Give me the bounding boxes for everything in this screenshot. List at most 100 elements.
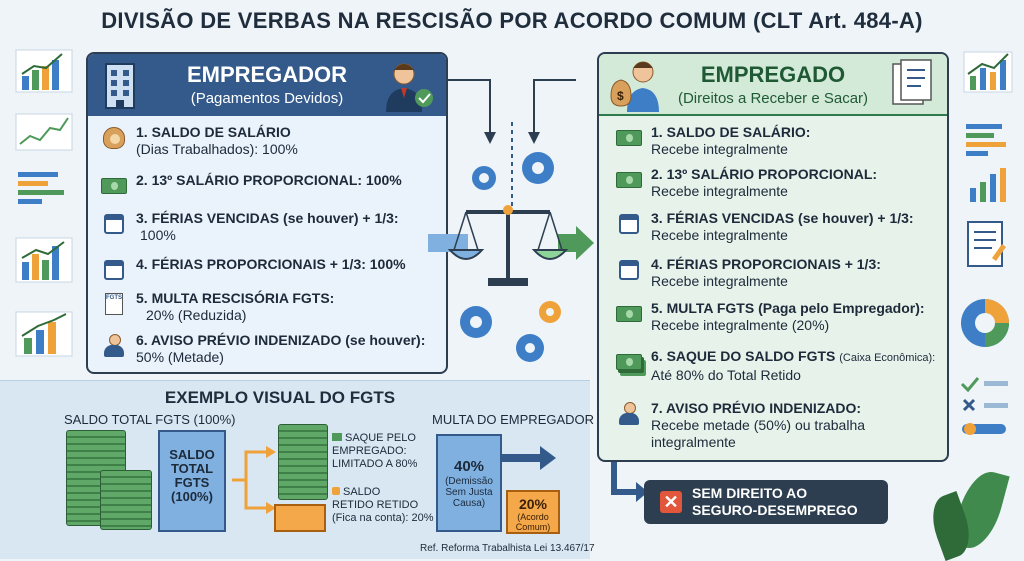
gear-icon (539, 301, 561, 323)
withdraw-line: SAQUE PELO (345, 432, 416, 444)
checklist-icon (960, 377, 1008, 435)
employer-header: EMPREGADOR (Pagamentos Devidos) (88, 54, 446, 116)
down-right-arrow (611, 462, 648, 502)
employee-item-fgts-fine: 5. MULTA FGTS (Paga pelo Empregador):Rec… (615, 300, 925, 334)
building-icon (105, 63, 135, 109)
list-chart-icon (966, 124, 1006, 156)
employee-item-fgts-withdrawal: 6. SAQUE DO SALDO FGTS (Caixa Econômica)… (615, 348, 935, 384)
no-unemployment-line: SEGURO-DESEMPREGO (692, 502, 858, 518)
employer-item-notice-pay: 6. AVISO PRÉVIO INDENIZADO (se houver):5… (100, 332, 425, 366)
employee-item-13th-salary: 2. 13º SALÁRIO PROPORCIONAL:Recebe integ… (615, 166, 877, 200)
lock-icon (332, 487, 340, 495)
gear-icon (522, 152, 554, 184)
employee-item-title: 1. SALDO DE SALÁRIO: (651, 124, 811, 140)
worker-with-money-bag-icon: $ (610, 61, 659, 112)
employer-item-salary-balance: 1. SALDO DE SALÁRIO(Dias Trabalhados): 1… (100, 124, 298, 158)
fgts-document-icon: FGTS (100, 292, 128, 316)
employer-item-title: 2. 13º SALÁRIO PROPORCIONAL: 100% (136, 172, 402, 188)
employee-item-proportional-vacation: 4. FÉRIAS PROPORCIONAIS + 1/3:Recebe int… (615, 256, 881, 290)
fgts-total-label: SALDO TOTAL FGTS (100%) (64, 412, 236, 427)
no-unemployment-line: SEM DIREITO AO (692, 485, 808, 501)
gear-icon (460, 306, 492, 338)
page-title: DIVISÃO DE VERBAS NA RESCISÃO POR ACORDO… (101, 8, 923, 33)
employee-item-value: Recebe integralmente (20%) (651, 317, 830, 333)
retained-box (274, 504, 326, 532)
retained-line: SALDO (343, 486, 381, 498)
employer-panel: EMPREGADOR (Pagamentos Devidos) 1. SALDO… (86, 52, 448, 374)
employee-item-value: Recebe integralmente (651, 141, 788, 157)
retained-line: RETIDO RETIDO (332, 499, 419, 511)
employee-heading: EMPREGADO (700, 62, 846, 87)
reference-footnote: Ref. Reforma Trabalhista Lei 13.467/17 (420, 543, 595, 554)
employee-item-title: 7. AVISO PRÉVIO INDENIZADO: (651, 400, 862, 416)
employee-subheading: (Direitos a Receber e Sacar) (677, 90, 869, 107)
cash-icon (332, 433, 342, 441)
penalty-label: MULTA DO EMPREGADOR (432, 412, 595, 427)
banknote-icon (100, 174, 128, 198)
employer-item-value: (Dias Trabalhados): 100% (136, 141, 298, 157)
employee-item-value: Recebe integralmente (651, 227, 788, 243)
employee-item-title: 6. SAQUE DO SALDO FGTS (651, 348, 836, 364)
penalty-20-box: 20% (Acordo Comum) (506, 490, 560, 534)
calendar-icon (100, 212, 128, 236)
penalty-value: 20% (518, 496, 548, 512)
banknote-icon (615, 302, 643, 326)
employer-item-title: 5. MULTA RESCISÓRIA FGTS: (136, 290, 335, 306)
bar-chart-icon (963, 51, 1013, 93)
employer-item-13th-salary: 2. 13º SALÁRIO PROPORCIONAL: 100% (100, 172, 402, 198)
calendar-icon (615, 212, 643, 236)
line-chart-icon (15, 113, 73, 151)
penalty-value: 40% (453, 458, 485, 475)
penalty-note: Causa) (452, 498, 486, 509)
documents-icon (892, 59, 932, 105)
center-flow-graphic (428, 79, 594, 362)
person-icon (615, 402, 643, 426)
bar-chart-icon (15, 311, 73, 357)
close-icon: ✕ (660, 491, 682, 513)
employee-item-value: Até 80% do Total Retido (651, 367, 801, 383)
employee-item-title: 4. FÉRIAS PROPORCIONAIS + 1/3: (651, 256, 881, 272)
employee-item-title: 5. MULTA FGTS (Paga pelo Empregador): (651, 300, 925, 316)
employee-item-vacation-due: 3. FÉRIAS VENCIDAS (se houver) + 1/3:Rec… (615, 210, 914, 244)
employee-item-salary-balance: 1. SALDO DE SALÁRIO:Recebe integralmente (615, 124, 810, 158)
banknote-stack-icon (615, 350, 643, 374)
employee-panel: $ EMPREGADO (Direitos a Receber e Sacar)… (597, 52, 949, 462)
list-chart-icon (18, 172, 64, 204)
fgts-total-column: SALDO TOTAL FGTS (100%) (158, 430, 226, 532)
employee-item-note: (Caixa Econômica): (839, 352, 936, 364)
cash-stack (278, 424, 328, 500)
employer-heading: EMPREGADOR (186, 62, 348, 87)
employee-header: $ EMPREGADO (Direitos a Receber e Sacar) (599, 54, 947, 116)
banknote-icon (615, 126, 643, 150)
document-icon (967, 221, 1006, 267)
employer-item-vacation-due: 3. FÉRIAS VENCIDAS (se houver) + 1/3:100… (100, 210, 399, 244)
employer-item-title: 4. FÉRIAS PROPORCIONAIS + 1/3: 100% (136, 256, 406, 272)
pie-chart-icon (961, 299, 1009, 347)
employer-item-value: 50% (Metade) (136, 349, 224, 365)
penalty-note: Sem Justa (445, 487, 493, 498)
gear-icon (516, 334, 544, 362)
employer-item-title: 1. SALDO DE SALÁRIO (136, 124, 291, 140)
money-bag-icon (100, 126, 128, 150)
employee-item-notice-pay: 7. AVISO PRÉVIO INDENIZADO:Recebe metade… (615, 400, 865, 451)
employee-item-value: Recebe integralmente (651, 273, 788, 289)
retained-line: (Fica na conta): 20% (332, 512, 434, 524)
column-text: SALDO (169, 447, 215, 462)
column-text: (100%) (171, 489, 213, 504)
employer-item-proportional-vacation: 4. FÉRIAS PROPORCIONAIS + 1/3: 100% (100, 256, 406, 282)
arrow-right-icon (500, 446, 556, 470)
penalty-40-box: 40% (Demissão Sem Justa Causa) (436, 434, 502, 532)
banknote-icon (615, 168, 643, 192)
penalty-note: (Demissão (445, 476, 493, 487)
calendar-icon (100, 258, 128, 282)
column-text: TOTAL (170, 461, 214, 476)
employee-item-value: integralmente (651, 434, 736, 450)
cash-stack (100, 470, 152, 530)
penalty-note: Comum) (515, 522, 551, 532)
employee-item-value: Recebe metade (50%) ou trabalha (651, 417, 866, 433)
person-icon (100, 334, 128, 358)
withdraw-note: SAQUE PELO EMPREGADO: LIMITADO A 80% (332, 432, 417, 471)
withdraw-line: LIMITADO A 80% (332, 458, 418, 470)
bar-chart-icon (15, 237, 73, 283)
